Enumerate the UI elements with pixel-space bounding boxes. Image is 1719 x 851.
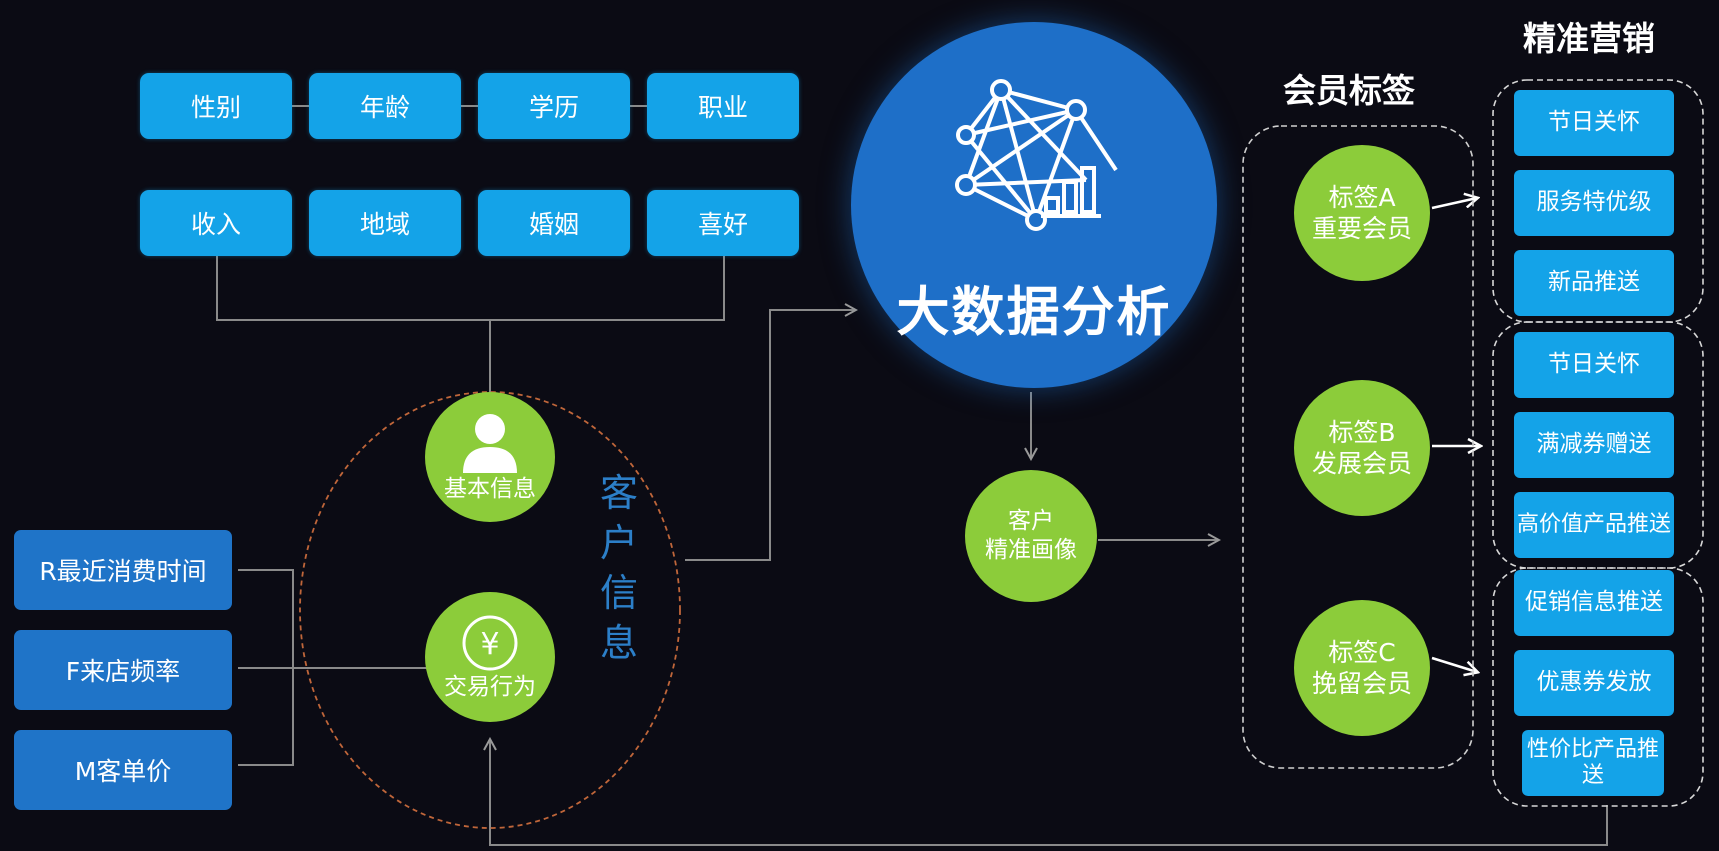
tag-b-name: 标签B bbox=[1328, 417, 1396, 447]
marketing-item: 满减券赠送 bbox=[1514, 412, 1674, 478]
tag-c-node: 标签C 挽留会员 bbox=[1294, 600, 1430, 736]
tag-b-desc: 发展会员 bbox=[1311, 449, 1412, 478]
tag-a-name: 标签A bbox=[1328, 182, 1396, 212]
customer-portrait-line2: 精准画像 bbox=[985, 537, 1077, 563]
basic-info-label: 基本信息 bbox=[444, 475, 536, 502]
tag-c-desc: 挽留会员 bbox=[1311, 669, 1412, 698]
customer-info-char: 客 bbox=[599, 471, 638, 515]
marketing-item: 新品推送 bbox=[1514, 250, 1674, 316]
tag-c-name: 标签C bbox=[1328, 637, 1396, 667]
trade-behavior-label: 交易行为 bbox=[444, 673, 536, 700]
customer-info-label: 客 户 信 息 bbox=[597, 468, 641, 668]
marketing-item: 高价值产品推送 bbox=[1514, 492, 1674, 558]
marketing-item: 节日关怀 bbox=[1514, 90, 1674, 156]
big-data-analysis-circle: 大数据分析 bbox=[851, 22, 1217, 388]
attribute-region: 地域 bbox=[309, 190, 461, 256]
marketing-item: 优惠券发放 bbox=[1514, 650, 1674, 716]
marketing-item: 促销信息推送 bbox=[1514, 570, 1674, 636]
customer-portrait-line1: 客户 bbox=[1008, 508, 1054, 535]
tag-b-node: 标签B 发展会员 bbox=[1294, 380, 1430, 516]
trade-behavior-node: ¥ 交易行为 bbox=[425, 592, 555, 722]
marketing-heading: 精准营销 bbox=[1523, 19, 1655, 58]
yen-symbol: ¥ bbox=[480, 627, 499, 662]
tag-a-node: 标签A 重要会员 bbox=[1294, 145, 1430, 281]
marketing-item: 服务特优级 bbox=[1514, 170, 1674, 236]
customer-portrait-node: 客户 精准画像 bbox=[965, 470, 1097, 602]
attribute-gender: 性别 bbox=[140, 73, 292, 139]
user-icon bbox=[463, 413, 517, 473]
network-analysis-icon bbox=[955, 79, 1118, 231]
basic-info-node: 基本信息 bbox=[425, 392, 555, 522]
customer-info-char: 户 bbox=[599, 521, 638, 565]
customer-info-char: 信 bbox=[599, 571, 638, 615]
customer-info-char: 息 bbox=[599, 621, 638, 665]
attribute-occupation: 职业 bbox=[647, 73, 799, 139]
attribute-marriage: 婚姻 bbox=[478, 190, 630, 256]
member-tags-heading: 会员标签 bbox=[1283, 71, 1415, 110]
tag-a-desc: 重要会员 bbox=[1311, 214, 1412, 243]
attribute-hobby: 喜好 bbox=[647, 190, 799, 256]
marketing-item: 性价比产品推送 bbox=[1522, 730, 1664, 796]
rfm-monetary: M客单价 bbox=[14, 730, 232, 810]
rfm-recency: R最近消费时间 bbox=[14, 530, 232, 610]
big-data-analysis-title: 大数据分析 bbox=[896, 282, 1172, 343]
marketing-item: 节日关怀 bbox=[1514, 332, 1674, 398]
attribute-age: 年龄 bbox=[309, 73, 461, 139]
yen-icon: ¥ bbox=[462, 615, 518, 671]
attribute-education: 学历 bbox=[478, 73, 630, 139]
rfm-frequency: F来店频率 bbox=[14, 630, 232, 710]
attribute-income: 收入 bbox=[140, 190, 292, 256]
